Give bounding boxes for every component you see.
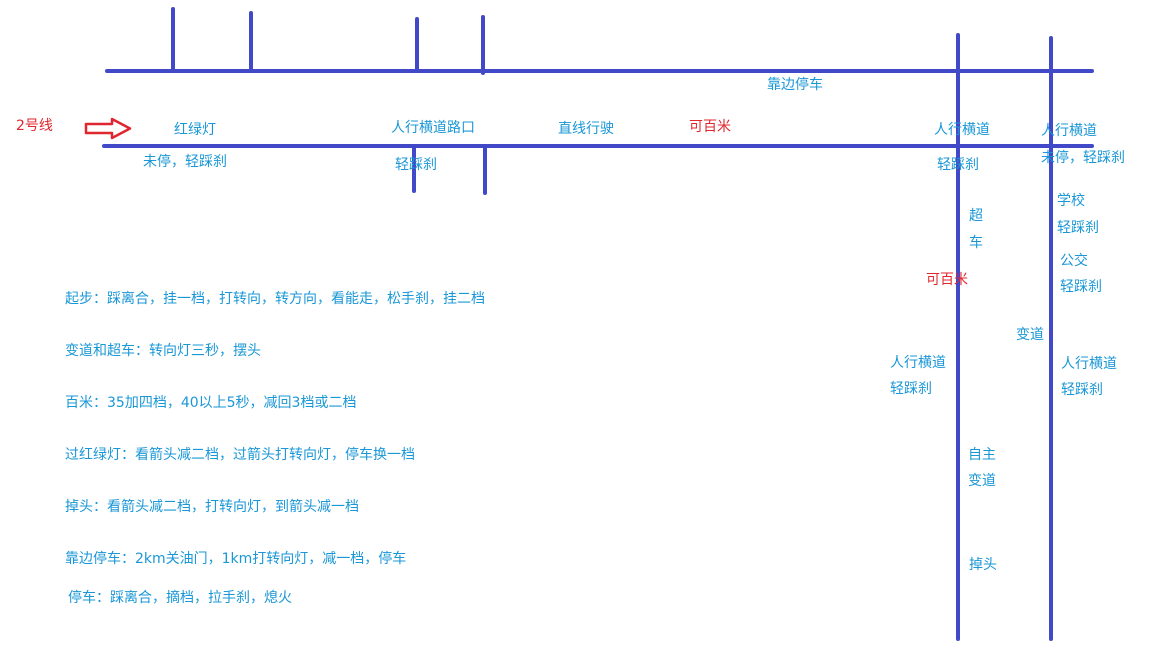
label-not-stopped-1: 未停，轻踩刹	[143, 154, 227, 170]
label-pull-over-top: 靠边停车	[767, 77, 823, 93]
label-straight-drive: 直线行驶	[558, 121, 614, 137]
route-name: 2号线	[16, 118, 53, 134]
label-u-turn: 掉头	[969, 557, 997, 573]
label-self-change-1: 自主	[968, 447, 996, 463]
label-light-brake-3: 轻踩刹	[1057, 220, 1099, 236]
note-pull-over: 靠边停车：2km关油门，1km打转向灯，减一档，停车	[65, 551, 407, 567]
note-u-turn: 掉头：看箭头减二档，打转向灯，到箭头减一档	[65, 499, 359, 515]
label-overtake-1: 超	[969, 208, 983, 224]
label-overtake-2: 车	[969, 235, 983, 251]
label-school: 学校	[1057, 193, 1085, 209]
label-hundred-meter-1: 可百米	[689, 119, 731, 135]
label-light-brake-2: 轻踩刹	[937, 157, 979, 173]
label-light-brake-6: 轻踩刹	[1061, 382, 1103, 398]
label-self-change-2: 变道	[968, 473, 996, 489]
label-lane-change: 变道	[1016, 327, 1044, 343]
label-crosswalk-1: 人行横道	[934, 122, 990, 138]
label-light-brake-1: 轻踩刹	[395, 157, 437, 173]
label-hundred-meter-2: 可百米	[926, 272, 968, 288]
label-crosswalk-3: 人行横道	[890, 355, 946, 371]
label-bus: 公交	[1060, 253, 1088, 269]
note-traffic-light: 过红绿灯：看箭头减二档，过箭头打转向灯，停车换一档	[65, 447, 415, 463]
label-crosswalk-intersection: 人行横道路口	[391, 120, 475, 136]
note-stop: 停车：踩离合，摘档，拉手刹，熄火	[68, 590, 292, 606]
label-light-brake-5: 轻踩刹	[890, 381, 932, 397]
note-hundred-meter: 百米：35加四档，40以上5秒，减回3档或二档	[65, 395, 357, 411]
label-traffic-light: 红绿灯	[174, 122, 216, 138]
note-start: 起步：踩离合，挂一档，打转向，转方向，看能走，松手刹，挂二档	[65, 291, 485, 307]
label-crosswalk-4: 人行横道	[1061, 356, 1117, 372]
label-not-stopped-2: 未停，轻踩刹	[1041, 150, 1125, 166]
label-crosswalk-2: 人行横道	[1041, 123, 1097, 139]
note-lane-change-overtake: 变道和超车：转向灯三秒，摆头	[65, 343, 261, 359]
label-light-brake-4: 轻踩刹	[1060, 279, 1102, 295]
right-arrow-icon	[84, 117, 132, 140]
